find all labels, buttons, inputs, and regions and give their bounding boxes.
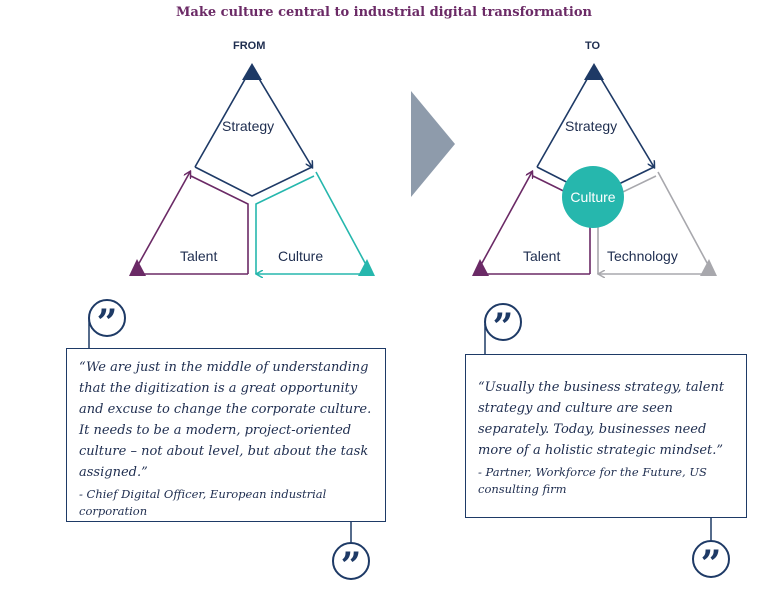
from-talent-inner <box>190 175 249 274</box>
from-culture-label: Culture <box>278 248 324 264</box>
from-strategy-label: Strategy <box>222 118 275 134</box>
right-quote-text: “Usually the business strategy, talent s… <box>478 380 725 458</box>
to-talent-corner <box>472 259 489 276</box>
quote-icon: ” <box>692 540 730 585</box>
to-technology-corner <box>700 259 717 276</box>
from-strategy-arrow <box>194 65 312 167</box>
from-strategy-bottom <box>194 166 313 197</box>
quote-icon: ” <box>484 303 522 348</box>
quote-icon: ” <box>88 299 126 344</box>
from-header: FROM <box>233 40 266 52</box>
from-talent-label: Talent <box>180 248 218 264</box>
right-quote-attribution: - Partner, Workforce for the Future, US … <box>478 465 707 496</box>
left-quote-box: “We are just in the middle of understand… <box>66 348 386 522</box>
to-strategy-arrow <box>536 65 654 167</box>
from-culture-corner <box>358 259 375 276</box>
to-technology-arrow <box>599 171 715 274</box>
from-culture-inner <box>255 175 315 274</box>
to-talent-label: Talent <box>523 248 561 264</box>
to-header: TO <box>585 40 601 52</box>
from-talent-arrow <box>131 172 248 275</box>
to-talent-arrow <box>474 172 590 275</box>
to-culture-circle: Culture <box>562 166 624 228</box>
to-strategy-label: Strategy <box>565 118 618 134</box>
right-quote-box: “Usually the business strategy, talent s… <box>465 354 747 518</box>
to-technology-label: Technology <box>607 248 678 264</box>
quote-icon: ” <box>332 542 370 587</box>
left-quote-text: “We are just in the middle of understand… <box>79 360 372 480</box>
from-triangle <box>129 63 375 276</box>
transformation-arrow <box>411 91 455 197</box>
from-culture-arrow <box>257 171 373 274</box>
page-title: Make culture central to industrial digit… <box>176 5 592 20</box>
left-quote-attribution: - Chief Digital Officer, European indust… <box>79 487 327 518</box>
